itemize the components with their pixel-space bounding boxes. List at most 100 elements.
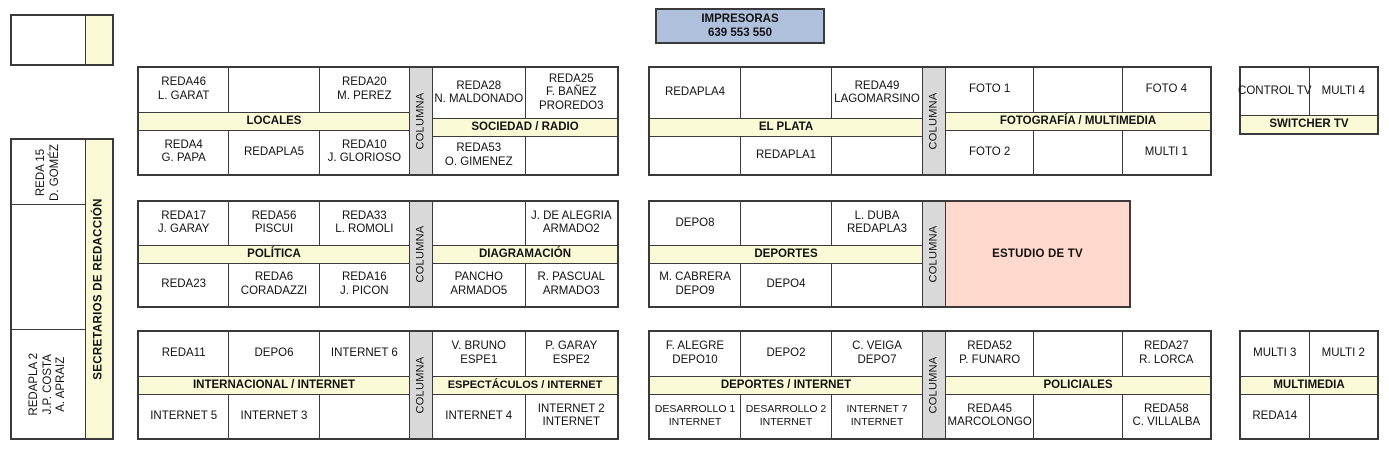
seat[interactable]: MULTI 3 [1241, 332, 1310, 376]
seat[interactable] [1034, 394, 1123, 438]
seat[interactable] [832, 137, 922, 174]
seat-line: REDA53 [456, 142, 502, 155]
seat[interactable]: DEPO4 [741, 263, 832, 306]
seat-line: REDA58 [1143, 402, 1189, 415]
secretaries-cell[interactable]: REDAPLA 2 J.P. COSTA A. APRAIZ [12, 330, 85, 438]
studio-de-tv[interactable]: ESTUDIO DE TV [946, 202, 1129, 306]
seat[interactable]: FOTO 2 [946, 130, 1035, 174]
seat[interactable] [741, 68, 832, 119]
seat[interactable]: DEPO6 [229, 332, 320, 376]
secretaries-cell[interactable] [12, 205, 85, 330]
seat[interactable]: REDAPLA4 [650, 68, 741, 119]
seat[interactable] [1034, 130, 1123, 174]
secretaries-cell[interactable]: REDA 15 D. GOMÉZ [12, 140, 85, 205]
columna-label: COLUMNA [415, 356, 428, 414]
zone-label-deportes-internet: DEPORTES / INTERNET [650, 375, 922, 395]
seat[interactable] [741, 202, 832, 245]
seat-line: FOTO 1 [969, 83, 1011, 95]
seat[interactable]: REDA14 [1241, 394, 1310, 438]
seat-line: O. GIMENEZ [444, 155, 513, 168]
seat[interactable]: REDAPLA1 [741, 137, 832, 174]
seat[interactable]: INTERNET 4 [433, 394, 526, 438]
seat[interactable]: DEPO2 [741, 332, 832, 376]
seat[interactable] [1034, 332, 1123, 376]
seat-line: DEPO2 [766, 347, 806, 359]
seat-line: DEPO10 [672, 353, 718, 366]
seat-line: DEPO8 [675, 216, 715, 229]
seat[interactable]: INTERNET 3 [229, 394, 320, 438]
seat[interactable]: INTERNET 5 [139, 394, 230, 438]
seat[interactable]: REDAPLA5 [229, 130, 320, 174]
seat-line: INTERNET 3 [240, 409, 308, 422]
seat[interactable]: MULTI 2 [1310, 332, 1378, 376]
seat[interactable]: DEPO8 [650, 202, 741, 245]
seat-line: ESPE2 [552, 353, 590, 366]
seat[interactable] [1310, 395, 1378, 439]
seat[interactable] [229, 68, 320, 112]
seat[interactable] [320, 395, 409, 439]
seat[interactable]: MULTI 4 [1310, 68, 1378, 115]
seat-line: PROREDO3 [538, 99, 604, 112]
seat-line: INTERNET 4 [445, 409, 513, 422]
seat[interactable]: FOTO 4 [1123, 68, 1210, 112]
seat[interactable]: MULTI 1 [1123, 131, 1210, 175]
seat[interactable]: FOTO 1 [946, 68, 1035, 112]
seat[interactable] [526, 137, 618, 174]
seat[interactable] [1034, 68, 1123, 112]
seat-line: M. CABRERA [659, 271, 731, 284]
zone-label-politica: POLÍTICA [139, 244, 409, 264]
seat[interactable]: REDA11 [139, 332, 230, 376]
seat-line: REDA49 [854, 79, 900, 92]
seat[interactable]: CONTROL TV [1238, 68, 1312, 115]
seat-line: J. GLORIOSO [327, 152, 402, 165]
seat[interactable] [650, 137, 741, 174]
seat-line: M. PEREZ [337, 89, 392, 102]
seat[interactable] [832, 264, 922, 307]
seat[interactable]: REDA23 [139, 263, 230, 306]
columna-divider: COLUMNA [922, 332, 946, 438]
seat-line: REDA11 [161, 347, 206, 359]
seat[interactable]: INTERNET 6 [320, 332, 409, 376]
zone-switcher-tv: CONTROL TV MULTI 4 SWITCHER TV [1238, 68, 1378, 133]
seat[interactable] [433, 202, 526, 245]
